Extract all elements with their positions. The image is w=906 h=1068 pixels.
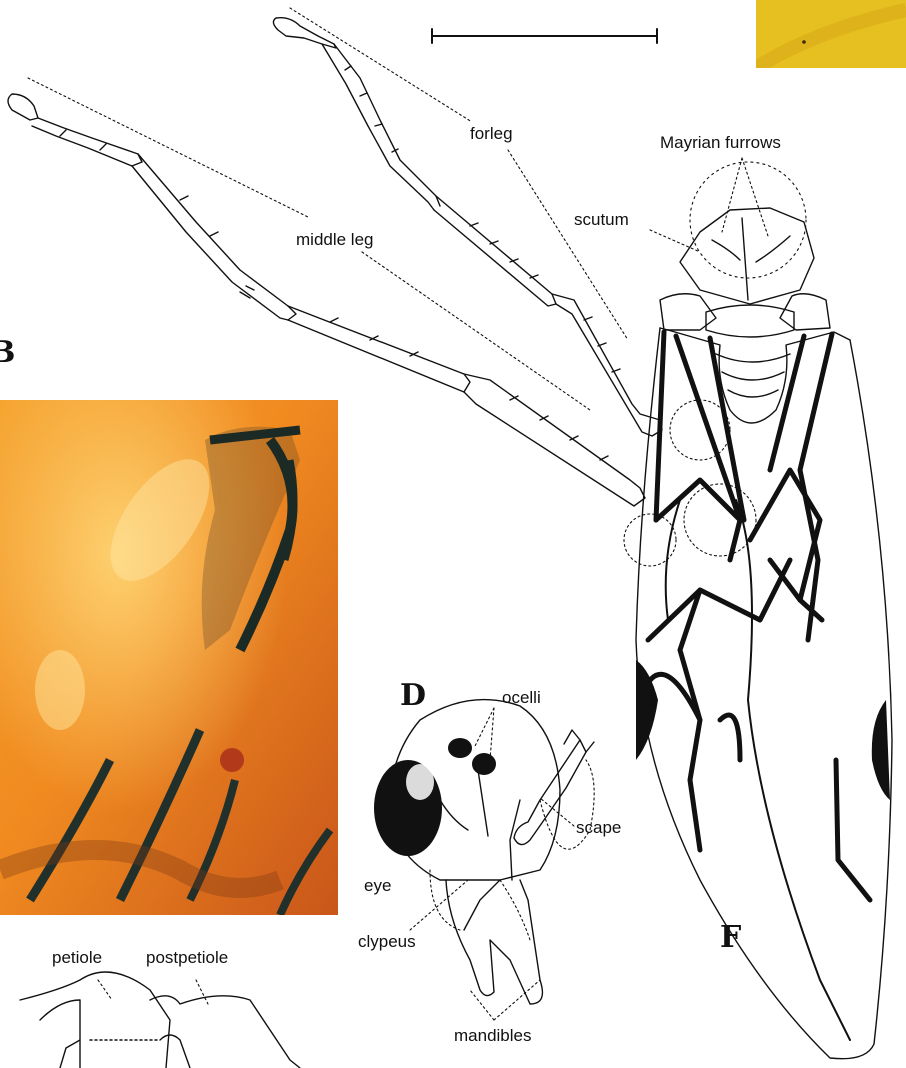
label-scape: scape xyxy=(576,818,621,838)
label-middle-leg: middle leg xyxy=(296,230,374,250)
panel-label-b: B xyxy=(0,335,15,370)
label-mayrian-furrows: Mayrian furrows xyxy=(660,133,781,153)
scale-bar xyxy=(432,29,657,43)
label-postpetiole: postpetiole xyxy=(146,948,228,968)
label-mandibles: mandibles xyxy=(454,1026,532,1046)
label-ocelli: ocelli xyxy=(502,688,541,708)
label-scutum: scutum xyxy=(574,210,629,230)
label-petiole: petiole xyxy=(52,948,102,968)
label-forleg: forleg xyxy=(470,124,513,144)
label-eye: eye xyxy=(364,876,391,896)
label-clypeus: clypeus xyxy=(358,932,416,952)
petiole-drawing xyxy=(20,972,300,1068)
middle-leg-drawing xyxy=(8,94,645,506)
panel-label-d: D xyxy=(400,678,426,713)
panel-label-f: F xyxy=(720,920,741,955)
wing-veins xyxy=(640,332,870,900)
